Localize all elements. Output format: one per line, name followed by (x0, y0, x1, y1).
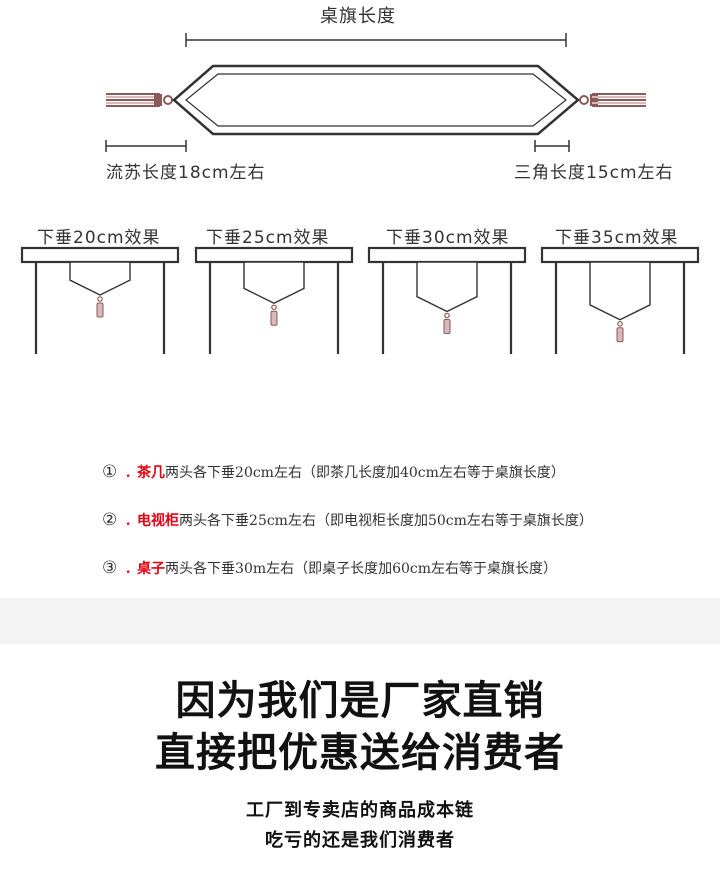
runner-body (172, 64, 580, 136)
tassel-ring (444, 312, 450, 319)
note-number: ② (102, 510, 118, 530)
note-coffee-table: ① . 茶几两头各下垂20cm左右（即茶几长度加40cm左右等于桌旗长度） (102, 462, 565, 482)
triangle-dimension (534, 140, 570, 152)
tassel-length-label: 流苏长度18cm左右 (106, 163, 266, 183)
note-text: 两头各下垂30m左右（即桌子长度加60cm左右等于桌旗长度） (165, 561, 558, 577)
note-text: 两头各下垂25cm左右（即电视柜长度加50cm左右等于桌旗长度） (179, 513, 593, 529)
runner-drop (416, 261, 478, 313)
tassel-ring (271, 304, 277, 311)
tassel-drop (270, 310, 278, 326)
note-text: 两头各下垂20cm左右（即茶几长度加40cm左右等于桌旗长度） (165, 465, 565, 481)
note-number: ③ (102, 558, 118, 578)
runner-drop (589, 261, 651, 321)
runner-diagram (105, 33, 646, 152)
promo-headline-1: 因为我们是厂家直销 (175, 678, 545, 724)
runner-drop (69, 261, 131, 296)
length-dimension (185, 33, 567, 47)
note-number: ① (102, 462, 118, 482)
note-highlight: 电视柜 (137, 513, 180, 529)
tassel-dimension (105, 140, 187, 152)
tassel-drop (616, 327, 624, 343)
note-highlight: 桌子 (137, 561, 166, 577)
note-table: ③ . 桌子两头各下垂30m左右（即桌子长度加60cm左右等于桌旗长度） (102, 558, 557, 578)
runner-length-label: 桌旗长度 (320, 6, 396, 27)
drop-label-25: 下垂25cm效果 (206, 228, 330, 248)
right-tassel (576, 93, 646, 107)
table-top (367, 246, 527, 264)
triangle-length-label: 三角长度15cm左右 (514, 163, 674, 183)
note-tv-cabinet: ② . 电视柜两头各下垂25cm左右（即电视柜长度加50cm左右等于桌旗长度） (102, 510, 593, 530)
note-dot: . (125, 465, 131, 481)
note-dot: . (125, 561, 131, 577)
tassel-ring (617, 320, 623, 327)
promo-headline-2: 直接把优惠送给消费者 (155, 730, 565, 776)
divider-band (0, 598, 720, 644)
note-highlight: 茶几 (137, 465, 166, 481)
drop-label-30: 下垂30cm效果 (386, 228, 510, 248)
table-top (20, 246, 180, 264)
note-dot: . (125, 513, 131, 529)
runner-drop (243, 261, 305, 305)
tassel-ring (97, 296, 103, 302)
table-top (194, 246, 354, 264)
drop-label-35: 下垂35cm效果 (555, 228, 679, 248)
tassel-drop (96, 302, 104, 318)
left-tassel (106, 93, 176, 107)
tassel-drop (443, 319, 451, 334)
drop-label-20: 下垂20cm效果 (37, 228, 161, 248)
promo-subline-1: 工厂到专卖店的商品成本链 (246, 800, 474, 821)
promo-subline-2: 吃亏的还是我们消费者 (265, 830, 455, 851)
drop-effect-diagrams (20, 246, 700, 354)
table-top (540, 246, 700, 264)
